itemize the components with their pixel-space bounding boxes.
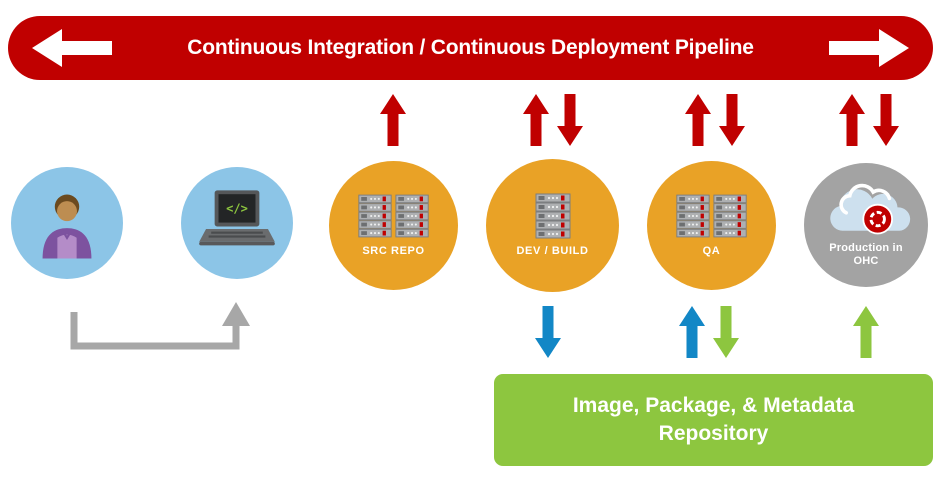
pipeline-banner-title: Continuous Integration / Continuous Depl…	[187, 36, 754, 59]
arrow-left-icon	[32, 29, 112, 67]
node-label-src-repo: SRC REPO	[362, 245, 425, 257]
node-production: Production in OHC	[804, 163, 928, 287]
arrow-up-qa-icon	[685, 94, 711, 146]
server-stack-icon	[356, 193, 432, 239]
server-stack-icon	[674, 193, 750, 239]
node-developer	[11, 167, 123, 279]
arrow-down-qa-to-repo-icon	[713, 306, 739, 358]
arrow-down-dev-build-icon	[557, 94, 583, 146]
person-icon	[42, 194, 92, 259]
server-stack-icon	[533, 193, 573, 239]
node-src-repo: SRC REPO	[329, 161, 458, 290]
arrow-up-workstation-icon	[222, 302, 250, 326]
arrow-up-repo-to-qa-icon	[679, 306, 705, 358]
node-label-production: Production in OHC	[829, 242, 903, 267]
pipeline-banner: Continuous Integration / Continuous Depl…	[8, 16, 933, 80]
arrow-up-src-repo-icon	[380, 94, 406, 146]
arrow-down-production-icon	[873, 94, 899, 146]
arrow-down-qa-icon	[719, 94, 745, 146]
cloud-openshift-icon	[830, 183, 911, 235]
node-qa: QA	[647, 161, 776, 290]
arrow-up-repo-to-production-icon	[853, 306, 879, 358]
arrow-up-dev-build-icon	[523, 94, 549, 146]
repository-label-line1: Image, Package, & Metadata	[572, 394, 855, 417]
code-glyph: </>	[226, 202, 248, 216]
node-label-dev-build: DEV / BUILD	[516, 245, 589, 257]
node-label-qa: QA	[702, 245, 721, 257]
arrow-right-icon	[829, 29, 909, 67]
arrow-down-dev-build-to-repo-icon	[535, 306, 561, 358]
arrow-up-production-icon	[839, 94, 865, 146]
repository-label-line2: Repository	[658, 422, 769, 445]
connector-developer-to-workstation	[70, 302, 250, 350]
laptop-icon: </>	[199, 190, 275, 246]
node-dev-build: DEV / BUILD	[486, 159, 619, 292]
node-workstation: </>	[181, 167, 293, 279]
repository-box: Image, Package, & Metadata Repository	[494, 374, 933, 466]
